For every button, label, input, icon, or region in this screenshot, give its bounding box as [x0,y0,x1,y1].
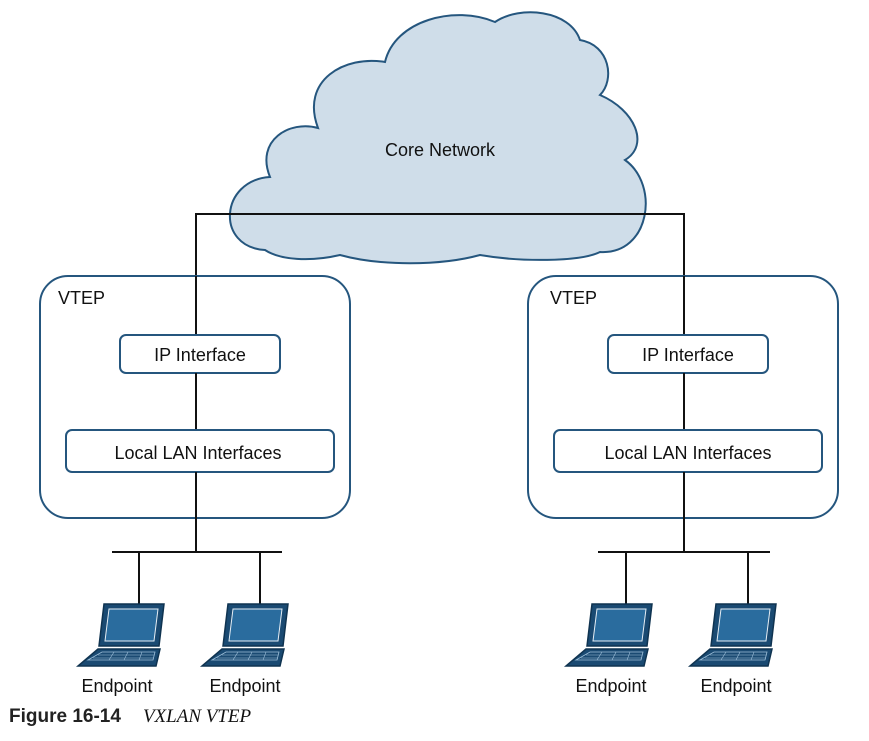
vtep-label: VTEP [58,288,105,308]
endpoint-label: Endpoint [700,676,771,696]
endpoint-label: Endpoint [575,676,646,696]
lan-interfaces-label: Local LAN Interfaces [604,443,771,463]
laptop-icon [201,603,289,667]
ip-interface-label: IP Interface [154,345,246,365]
lan-interfaces-label: Local LAN Interfaces [114,443,281,463]
figure-number: Figure 16-14 [9,706,121,727]
figure-title: VXLAN VTEP [142,706,252,727]
figure-caption: Figure 16-14 VXLAN VTEP [9,706,251,728]
endpoint-label: Endpoint [81,676,152,696]
laptop-icon [77,603,165,667]
laptop-icon [689,603,777,667]
cloud-icon [228,11,647,265]
endpoint-label: Endpoint [209,676,280,696]
vtep-left: VTEP IP Interface Local LAN Interfaces E… [39,275,351,696]
vtep-right: VTEP IP Interface Local LAN Interfaces E… [527,275,839,696]
vtep-label: VTEP [550,288,597,308]
lan-interfaces-box [553,429,823,473]
laptop-icon [565,603,653,667]
core-network-label: Core Network [385,140,496,160]
ip-interface-box [607,334,769,374]
core-network-cloud: Core Network [228,11,647,265]
ip-interface-label: IP Interface [642,345,734,365]
lan-interfaces-box [65,429,335,473]
ip-interface-box [119,334,281,374]
core-uplink-line [195,213,685,335]
